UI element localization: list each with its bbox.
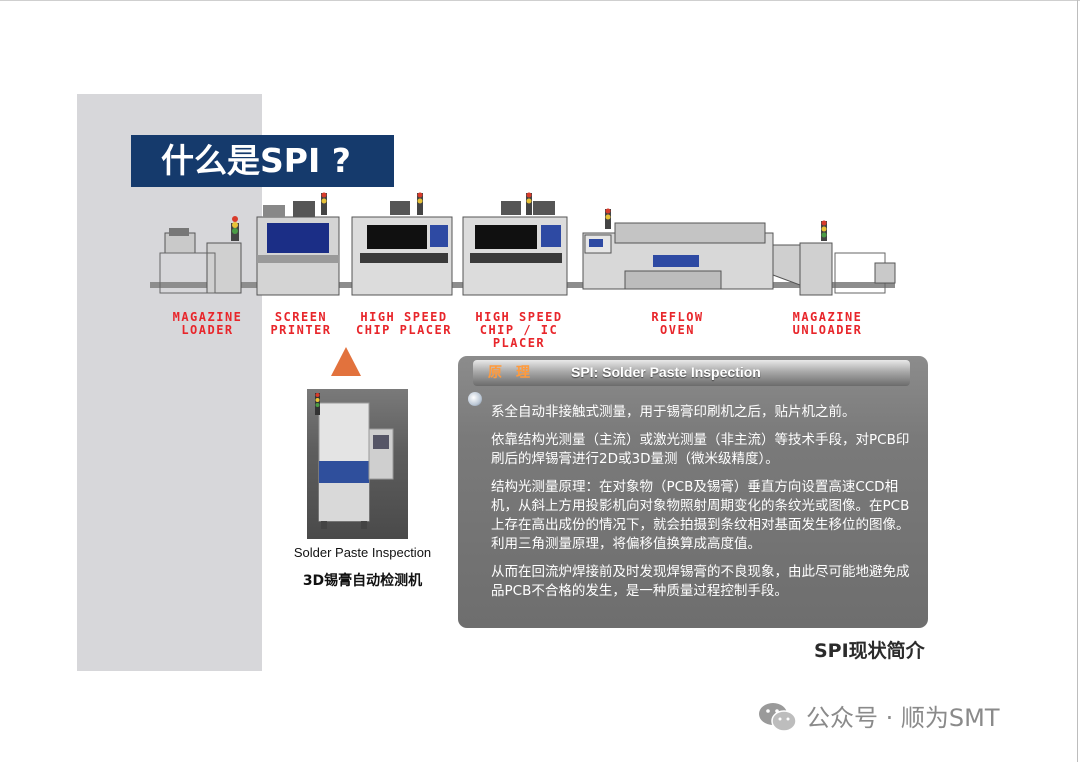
panel-paragraph-3: 结构光测量原理：在对象物（PCB及锡膏）垂直方向设置高速CCD相机，从斜上方用投… [491, 478, 916, 554]
panel-paragraph-1: 系全自动非接触式测量，用于锡膏印刷机之后，贴片机之前。 [491, 403, 916, 422]
slide-top-border [0, 0, 1080, 1]
panel-header-label: 原理 [478, 363, 554, 383]
section-label: SPI现状简介 [814, 636, 925, 663]
bullet-icon [468, 392, 482, 406]
spi-insertion-arrow [331, 347, 361, 376]
station-label-screen-printer: SCREEN PRINTER [262, 311, 340, 337]
spi-machine-photo [307, 389, 408, 539]
panel-paragraph-2: 依靠结构光测量（主流）或激光测量（非主流）等技术手段，对PCB印刷后的焊锡膏进行… [491, 431, 916, 469]
smt-line-illustration [145, 185, 905, 300]
ic-placer-machine [463, 193, 567, 296]
chip-placer-machine [352, 193, 452, 296]
station-label-magazine-loader: MAGAZINE LOADER [160, 311, 255, 337]
station-label-chip-placer: HIGH SPEED CHIP PLACER [345, 311, 463, 337]
watermark-text: 公众号 · 顺为SMT [806, 701, 1000, 735]
station-label-ic-placer: HIGH SPEED CHIP / IC PLACER [465, 311, 573, 350]
spi-caption-chinese: 3D锡膏自动检测机 [270, 570, 455, 590]
slide-title: 什么是SPI ? [131, 135, 394, 187]
reflow-oven-machine [583, 209, 773, 290]
spi-machine-image [307, 389, 408, 539]
screen-printer-machine [257, 193, 339, 296]
wechat-icon [757, 700, 799, 734]
principle-panel: 原理 SPI: Solder Paste Inspection 系全自动非接触式… [458, 356, 928, 628]
magazine-loader-machine [160, 216, 241, 293]
smt-line-drawing [145, 185, 905, 300]
panel-paragraph-4: 从而在回流炉焊接前及时发现焊锡膏的不良现象，由此尽可能地避免成品PCB不合格的发… [491, 563, 916, 601]
slide-right-border [1077, 0, 1078, 762]
panel-header-title: SPI: Solder Paste Inspection [571, 362, 761, 382]
station-label-reflow-oven: REFLOW OVEN [625, 311, 730, 337]
spi-caption-english: Solder Paste Inspection [270, 545, 455, 560]
panel-body: 系全自动非接触式测量，用于锡膏印刷机之后，贴片机之前。 依靠结构光测量（主流）或… [491, 403, 916, 610]
station-label-magazine-unloader: MAGAZINE UNLOADER [775, 311, 880, 337]
